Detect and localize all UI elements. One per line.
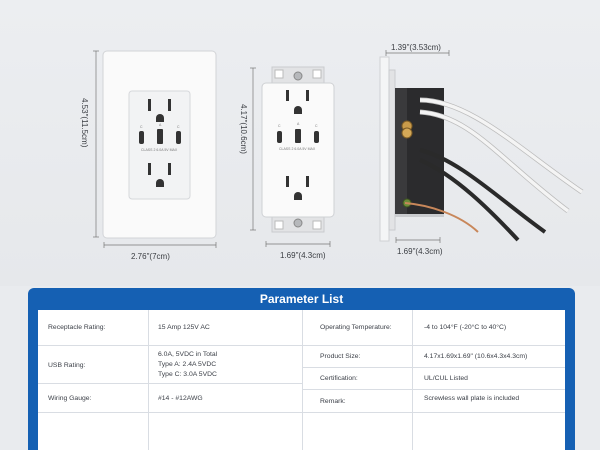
usb-rating-label: USB Rating: bbox=[48, 362, 86, 369]
outlet-front-view bbox=[250, 66, 335, 247]
wiring-gauge-label: Wiring Gauge: bbox=[48, 395, 92, 402]
row-divider bbox=[302, 389, 565, 390]
side-width-label: 1.69"(4.3cm) bbox=[397, 247, 443, 256]
plate-usb-text: CLASS 2 6.0A 5V MAX bbox=[141, 148, 178, 152]
outlet-width-label: 1.69"(4.3cm) bbox=[280, 251, 326, 260]
column-divider bbox=[148, 310, 149, 450]
parameter-list-title: Parameter List bbox=[259, 292, 344, 306]
outlet-usb-text: CLASS 2 6.0A 5V MAX bbox=[279, 147, 316, 151]
wall-plate-front-view bbox=[93, 50, 217, 248]
column-divider bbox=[412, 310, 413, 450]
side-view-with-wires bbox=[379, 50, 584, 243]
plate-port-c-right-label: C bbox=[177, 125, 180, 129]
product-size-label: Product Size: bbox=[320, 353, 361, 360]
product-illustration: 4.53"(11.5cm) 2.76"(7cm) CLASS 2 6.0A 5V… bbox=[0, 0, 600, 286]
plate-width-label: 2.76"(7cm) bbox=[131, 252, 170, 261]
parameter-panel: Parameter List Receptacle Rating: 15 Amp… bbox=[28, 288, 575, 450]
usb-rating-value-line1: 6.0A, 5VDC in Total bbox=[158, 351, 218, 358]
outlet-port-c-right-label: C bbox=[315, 124, 318, 128]
remark-label: Remark: bbox=[320, 398, 346, 405]
receptacle-rating-label: Receptacle Rating: bbox=[48, 324, 106, 331]
plate-port-a-label: A bbox=[159, 123, 162, 127]
side-depth-label: 1.39"(3.53cm) bbox=[391, 43, 441, 52]
outlet-port-c-left-label: C bbox=[278, 124, 281, 128]
remark-value: Screwless wall plate is included bbox=[424, 395, 520, 402]
receptacle-rating-value: 15 Amp 125V AC bbox=[158, 324, 210, 331]
outlet-port-a-label: A bbox=[297, 122, 300, 126]
row-divider bbox=[38, 383, 302, 384]
certification-value: UL/CUL Listed bbox=[424, 375, 468, 382]
operating-temperature-value: -4 to 104°F (-20°C to 40°C) bbox=[424, 324, 507, 331]
column-divider bbox=[302, 310, 303, 450]
certification-label: Certification: bbox=[320, 375, 358, 382]
wiring-gauge-value: #14 - #12AWG bbox=[158, 395, 203, 402]
parameter-table: Receptacle Rating: 15 Amp 125V AC USB Ra… bbox=[38, 310, 565, 450]
operating-temperature-label: Operating Temperature: bbox=[320, 324, 392, 331]
row-divider bbox=[302, 367, 565, 368]
plate-port-c-left-label: C bbox=[140, 125, 143, 129]
row-divider bbox=[38, 345, 565, 346]
usb-rating-value-line3: Type C: 3.0A 5VDC bbox=[158, 371, 217, 378]
row-divider bbox=[38, 412, 565, 413]
usb-rating-value-line2: Type A: 2.4A 5VDC bbox=[158, 361, 217, 368]
product-size-value: 4.17x1.69x1.69" (10.6x4.3x4.3cm) bbox=[424, 353, 528, 360]
